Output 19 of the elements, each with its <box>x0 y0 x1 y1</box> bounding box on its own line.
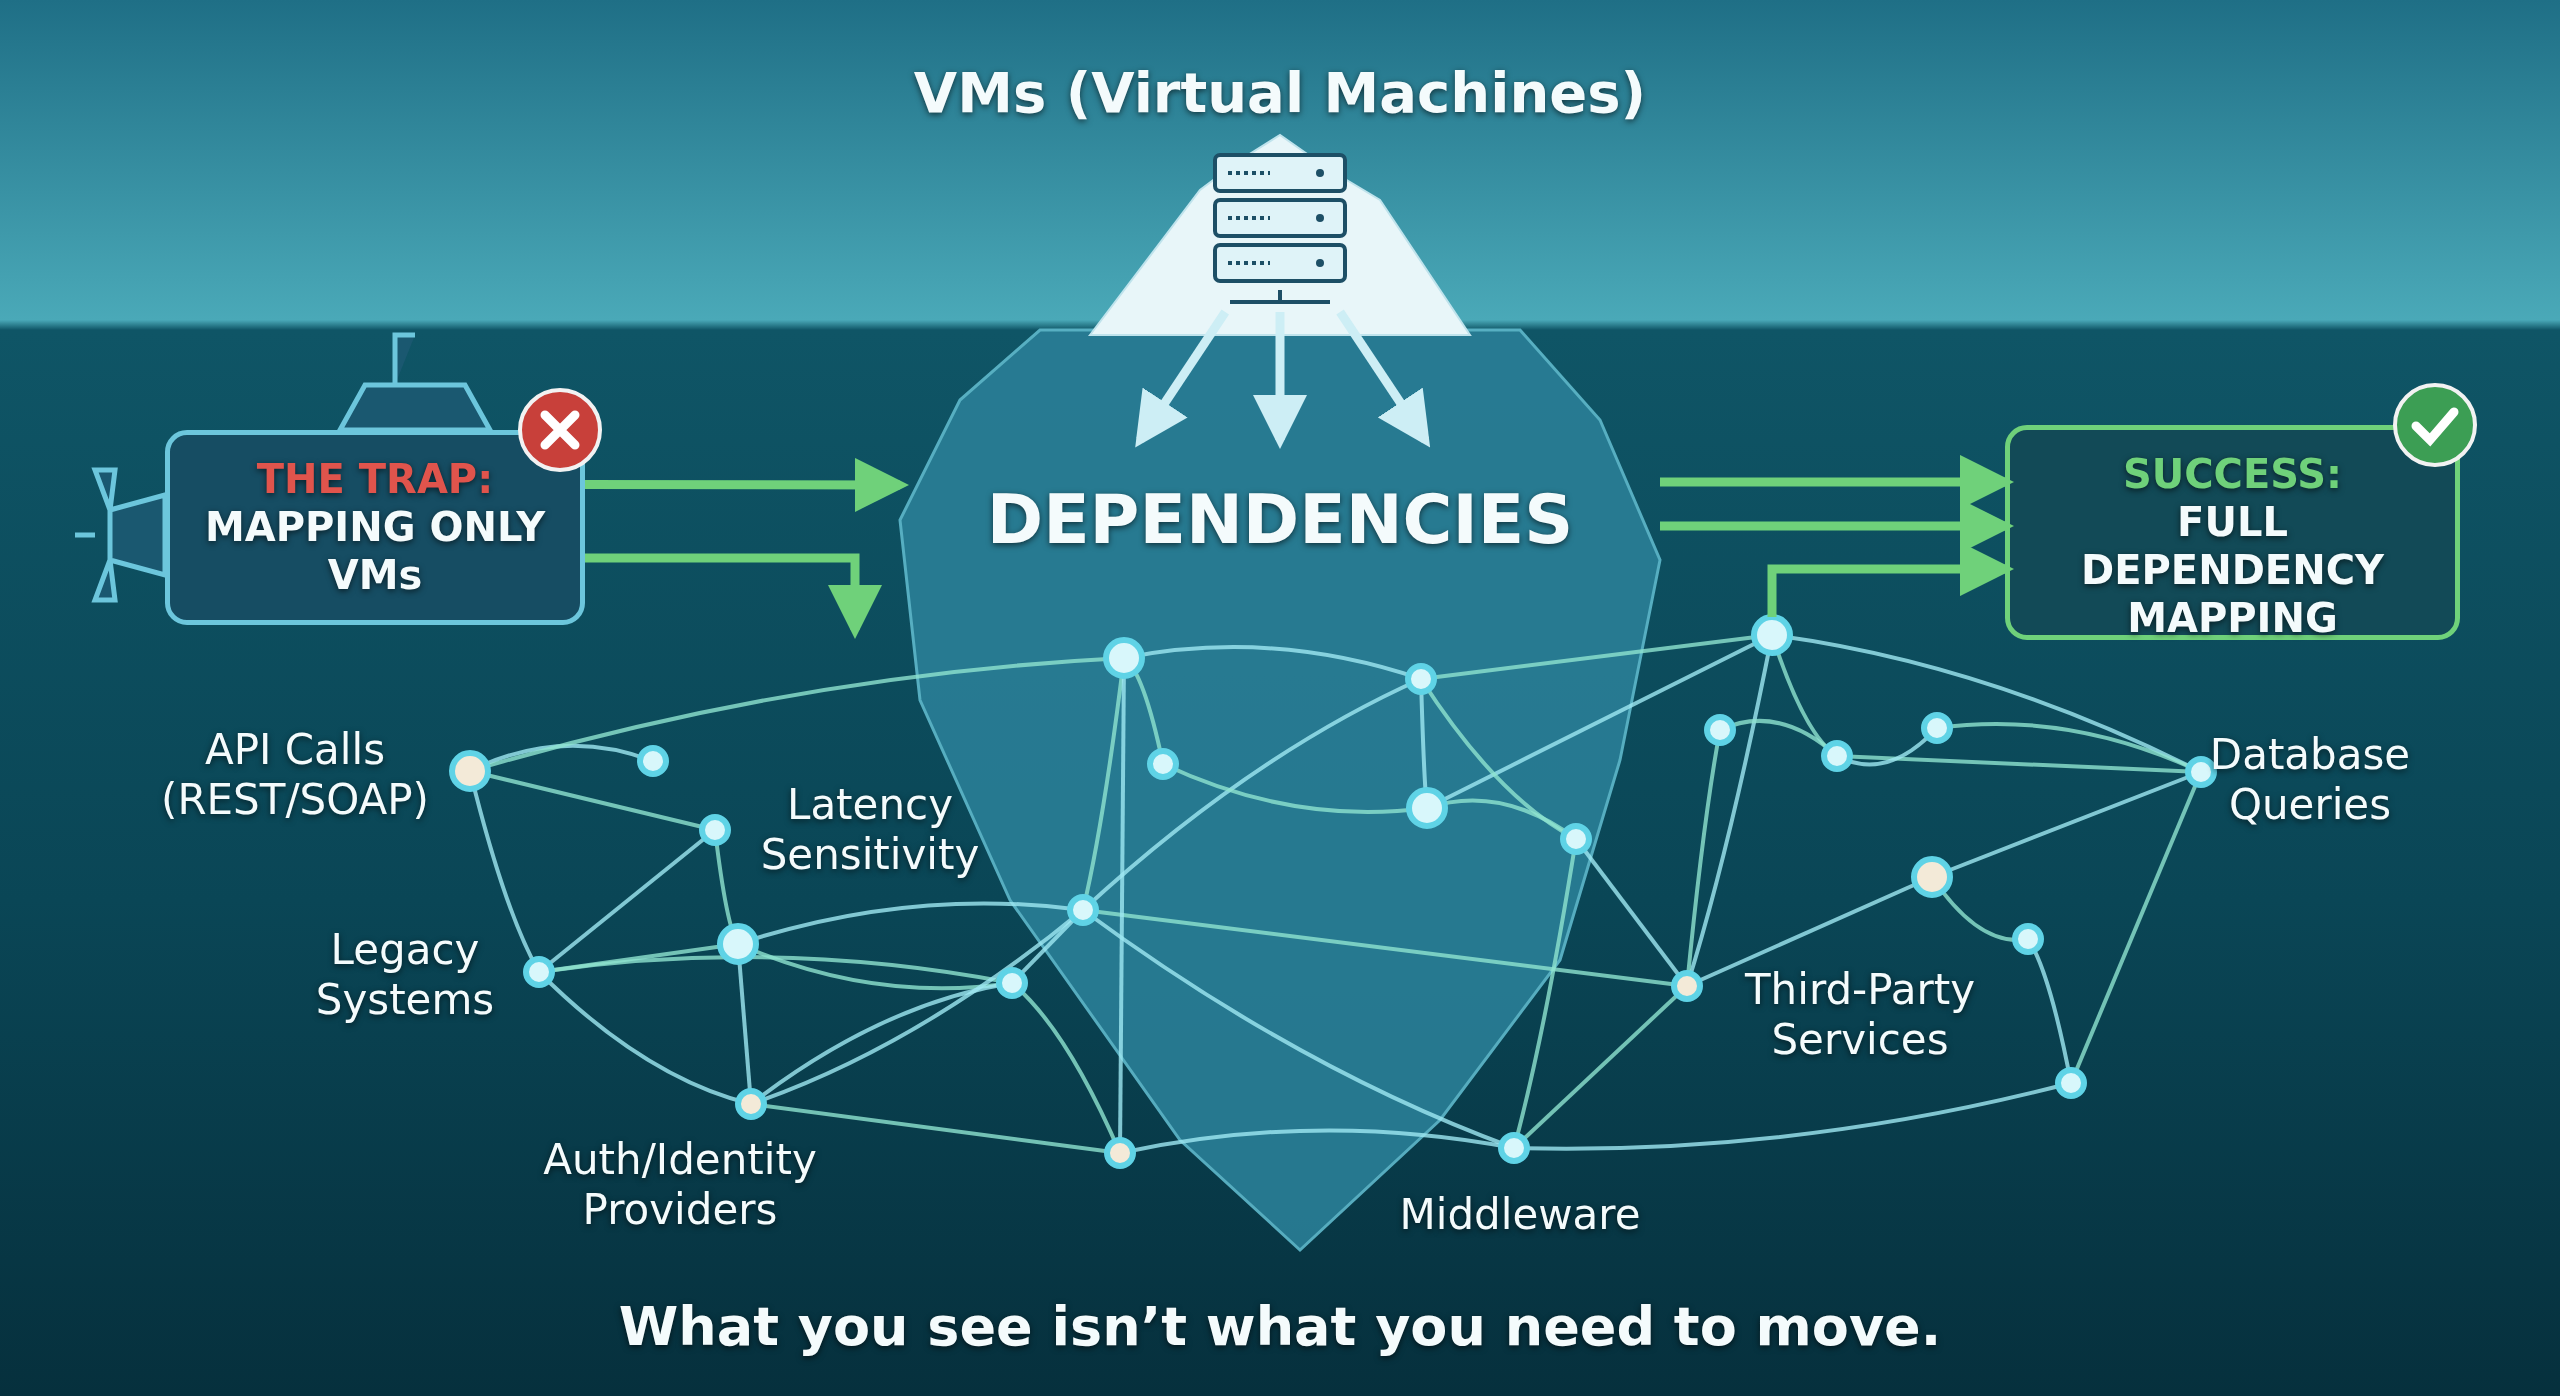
panel-heading: SUCCESS: <box>2121 450 2344 498</box>
caption: What you see isn’t what you need to move. <box>617 1295 1943 1358</box>
panel-text: MAPPING ONLY VMs <box>203 503 547 599</box>
network-label: Legacy Systems <box>314 925 496 1025</box>
network-label: Auth/Identity Providers <box>542 1135 818 1235</box>
network-label: Database Queries <box>2208 730 2412 830</box>
heading: DEPENDENCIES <box>985 480 1575 559</box>
arrow <box>585 457 909 512</box>
arrow <box>1135 309 1230 448</box>
network-label: Middleware <box>1398 1190 1642 1240</box>
network-label: Latency Sensitivity <box>759 780 981 880</box>
arrow <box>1253 312 1307 449</box>
arrow <box>585 553 882 639</box>
panel-text: FULL DEPENDENCY MAPPING <box>2080 498 2385 642</box>
arrow <box>1336 309 1431 448</box>
heading: VMs (Virtual Machines) <box>912 60 1648 125</box>
network-label: Third-Party Services <box>1743 965 1977 1065</box>
network-label: API Calls (REST/SOAP) <box>160 725 430 825</box>
panel-heading: THE TRAP: <box>255 455 495 503</box>
